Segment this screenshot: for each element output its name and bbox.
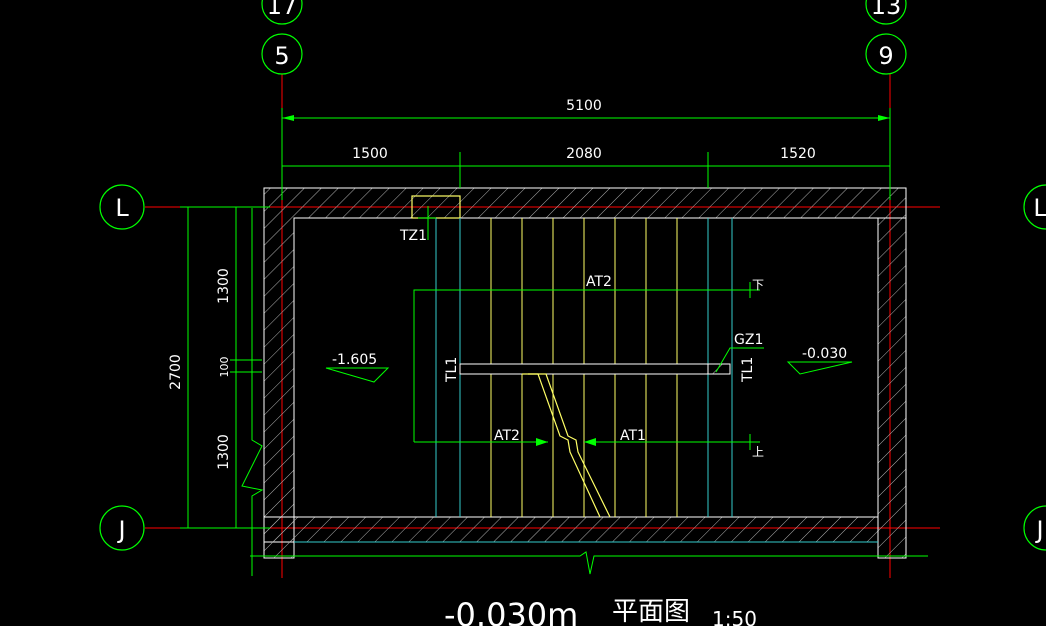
dim-vertical-total: 2700 <box>168 354 184 390</box>
axis-label-l-left: L <box>115 194 129 222</box>
axis-bubble-9 <box>865 33 907 75</box>
gz1-column <box>707 363 731 375</box>
axis-label-5: 5 <box>274 42 289 70</box>
dim-vertical-mid: 100 <box>218 357 231 378</box>
axis-bubble-13 <box>865 0 907 25</box>
title-elevation: -0.030m <box>444 596 578 626</box>
wall-bottom <box>263 516 879 559</box>
label-tz1: TZ1 <box>399 228 427 244</box>
walls <box>263 187 907 559</box>
axis-label-9: 9 <box>878 42 893 70</box>
wall-right <box>877 217 907 559</box>
arrow-at2 <box>536 438 548 446</box>
axis-bubble-j-left <box>99 505 145 551</box>
axis-label-l-right: L <box>1033 194 1046 222</box>
axis-label-j-left: J <box>116 516 125 544</box>
axis-bubble-j-right <box>1023 505 1046 551</box>
axis-bubble-5 <box>261 33 303 75</box>
axis-bubble-l-left <box>99 184 145 230</box>
dim-seg3: 1520 <box>780 146 816 162</box>
axis-bubble-l-right <box>1023 184 1046 230</box>
dim-vertical-top: 1300 <box>216 268 232 304</box>
dim-overall: 5100 <box>566 98 602 114</box>
stair-break-line <box>528 373 611 518</box>
label-tl1-left: TL1 <box>444 357 460 383</box>
label-tl1-right: TL1 <box>740 357 756 383</box>
arrows <box>282 115 890 446</box>
title-scale: 1:50 <box>712 607 757 626</box>
label-at1: AT1 <box>620 428 646 444</box>
elevation-right-floor: -0.030 <box>802 346 847 362</box>
dim-seg1: 1500 <box>352 146 388 162</box>
axis-bubbles <box>99 0 1046 551</box>
label-down: 下 <box>752 278 764 292</box>
label-at2-lower: AT2 <box>494 428 520 444</box>
middle-beam <box>459 363 731 375</box>
room-outline <box>293 217 879 518</box>
title-name: 平面图 <box>612 597 690 626</box>
arrow-at1 <box>584 438 596 446</box>
dimension-lines <box>180 108 928 576</box>
label-up: 上 <box>752 445 764 459</box>
dim-vertical-bottom: 1300 <box>216 434 232 470</box>
stair-treads <box>435 218 733 518</box>
axis-label-17: 17 <box>267 0 298 20</box>
label-at2-upper: AT2 <box>586 274 612 290</box>
axis-label-13: 13 <box>871 0 902 20</box>
dim-seg2: 2080 <box>566 146 602 162</box>
axis-bubble-17 <box>261 0 303 25</box>
axis-label-j-right: J <box>1034 516 1043 544</box>
label-gz1: GZ1 <box>734 332 763 348</box>
elevation-left-landing: -1.605 <box>332 352 377 368</box>
